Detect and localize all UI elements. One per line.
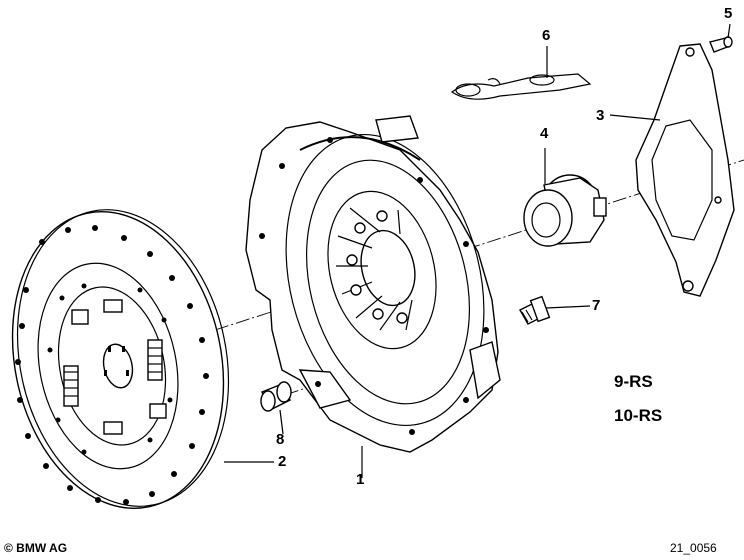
spring-clip [450, 73, 592, 100]
callout-3: 3 [596, 107, 605, 124]
release-bearing [523, 174, 607, 247]
leader-lines [224, 23, 731, 478]
model-label-10rs: 10-RS [614, 406, 663, 425]
clutch-disc [11, 209, 230, 509]
release-lever [635, 43, 735, 297]
model-label-9rs: 9-RS [614, 372, 653, 391]
callout-5: 5 [724, 5, 733, 22]
callout-6: 6 [542, 27, 551, 44]
diagram-code: 21_0056 [670, 541, 717, 555]
pin [709, 36, 733, 53]
callout-7: 7 [592, 297, 601, 314]
copyright-text: © BMW AG [4, 541, 68, 555]
callout-4: 4 [540, 125, 549, 142]
pressure-plate [245, 115, 501, 453]
callout-8: 8 [276, 431, 285, 448]
callout-1: 1 [356, 471, 365, 488]
bushing [260, 381, 292, 412]
bolt [519, 295, 551, 325]
callout-2: 2 [278, 453, 287, 470]
